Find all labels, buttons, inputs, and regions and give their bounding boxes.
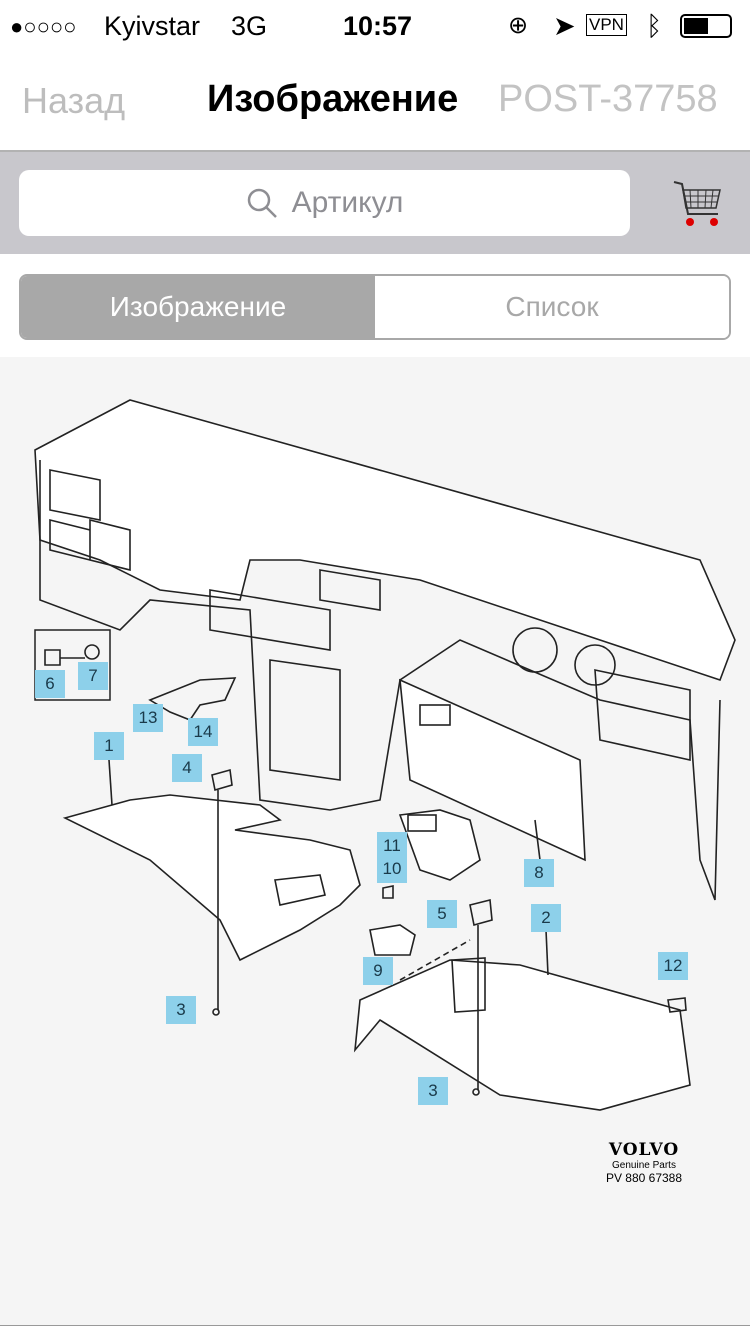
- callout-9[interactable]: 9: [363, 957, 393, 985]
- page-title: Изображение: [207, 78, 459, 120]
- bottom-edge: [0, 1325, 750, 1334]
- network: 3G: [231, 11, 268, 41]
- parts-diagram[interactable]: 6 7 13 14 1 4 11 10 8 5 2 9 12 3 3 VOLVO…: [0, 357, 750, 1325]
- dashboard-drawing: [34, 399, 736, 1111]
- cart-icon[interactable]: [672, 178, 724, 230]
- diagram-code: PV 880 67388: [605, 1171, 683, 1185]
- callout-3[interactable]: 3: [418, 1077, 448, 1105]
- callout-5[interactable]: 5: [427, 900, 457, 928]
- time: 10:57: [343, 11, 413, 41]
- tab-image[interactable]: Изображение: [21, 276, 375, 338]
- brand-subtitle: Genuine Parts: [612, 1160, 676, 1171]
- callout-2[interactable]: 2: [531, 904, 561, 932]
- callout-8[interactable]: 8: [524, 859, 554, 887]
- volvo-logo: VOLVO: [608, 1140, 680, 1160]
- carrier: Kyivstar: [104, 11, 201, 41]
- search-icon: [247, 188, 277, 218]
- search-bar: Артикул: [0, 152, 750, 254]
- bluetooth-icon: ᛒ: [646, 11, 663, 41]
- callout-13[interactable]: 13: [133, 704, 163, 732]
- callout-4[interactable]: 4: [172, 754, 202, 782]
- battery-icon: [680, 14, 732, 38]
- nav-bar: Назад Изображение POST-37758: [0, 50, 750, 152]
- location-icon: ➤: [553, 11, 576, 41]
- volvo-brand: VOLVO Genuine Parts PV 880 67388: [600, 1140, 688, 1185]
- search-input[interactable]: Артикул: [19, 170, 630, 236]
- callout-6[interactable]: 6: [35, 670, 65, 698]
- callout-1[interactable]: 1: [94, 732, 124, 760]
- signal-icon: ●○○○○: [10, 14, 77, 39]
- callout-12[interactable]: 12: [658, 952, 688, 980]
- back-button[interactable]: Назад: [22, 80, 126, 121]
- tab-list[interactable]: Список: [375, 276, 729, 338]
- view-switcher: Изображение Список: [19, 274, 731, 340]
- status-bar: ●○○○○ Kyivstar 3G 10:57 ⊕ ➤ VPN ᛒ: [0, 0, 750, 50]
- rotation-lock-icon: ⊕: [508, 12, 529, 39]
- callout-14[interactable]: 14: [188, 718, 218, 746]
- search-placeholder: Артикул: [291, 186, 404, 219]
- callout-7[interactable]: 7: [78, 662, 108, 690]
- part-code: POST-37758: [498, 78, 718, 120]
- callout-3[interactable]: 3: [166, 996, 196, 1024]
- callout-10[interactable]: 10: [377, 855, 407, 883]
- vpn-icon: VPN: [586, 14, 627, 36]
